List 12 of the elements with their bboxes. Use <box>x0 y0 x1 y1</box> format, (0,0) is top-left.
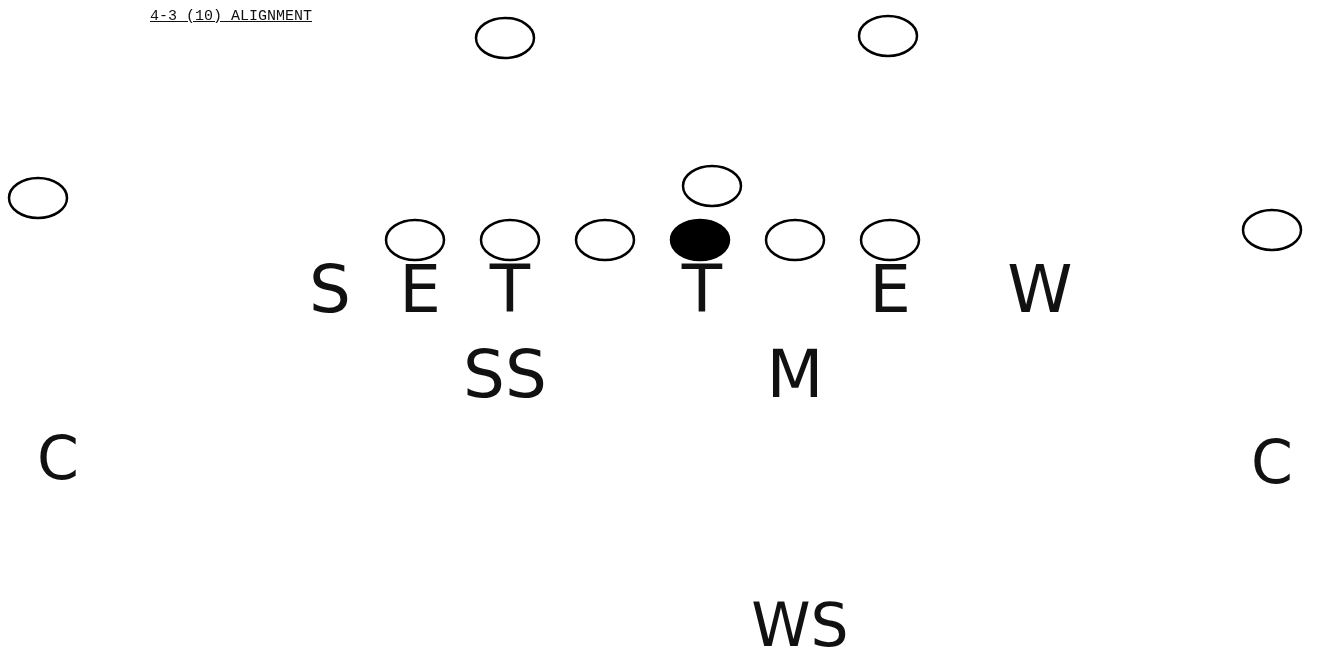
position-letter: M <box>766 342 824 408</box>
position-letter: E <box>399 257 441 323</box>
position-letter: SS <box>463 342 547 408</box>
position-letter: E <box>869 257 911 323</box>
position-letter: C <box>1251 432 1293 492</box>
position-letter: C <box>37 428 79 488</box>
position-letter: T <box>489 257 531 323</box>
position-letter: WS <box>751 595 849 655</box>
position-letter: S <box>309 257 351 323</box>
position-letter: T <box>681 257 723 323</box>
diagram-title: 4-3 (10) ALIGNMENT <box>150 8 313 25</box>
position-letter: W <box>1007 257 1073 323</box>
